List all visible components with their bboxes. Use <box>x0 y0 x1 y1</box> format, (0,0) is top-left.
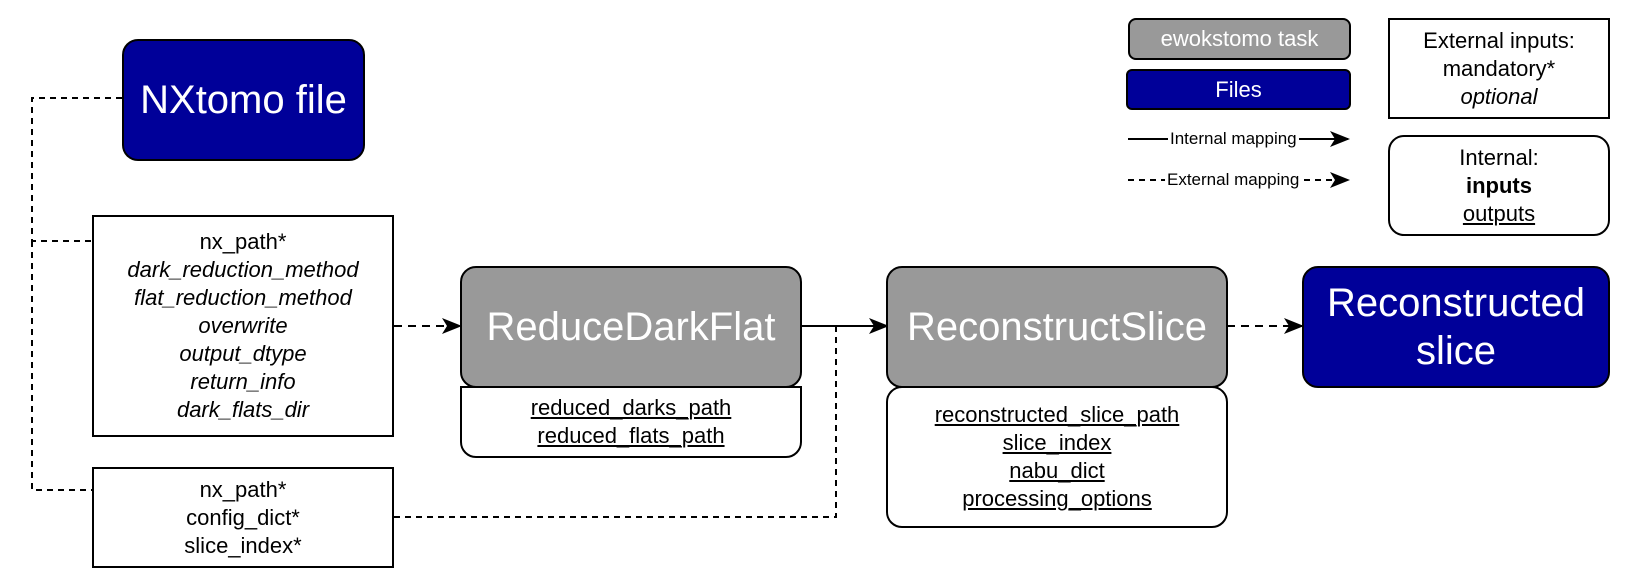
legend-optional-example: optional <box>1460 83 1538 109</box>
reduce-input-param-1: dark_reduction_method <box>127 257 359 282</box>
legend-task-label: ewokstomo task <box>1160 26 1319 51</box>
reduce-input-param-0: nx_path* <box>199 229 287 254</box>
legend-files-label: Files <box>1215 76 1262 102</box>
edge-reconstruct-inputs-to-reconstructslice <box>394 326 837 518</box>
legend-external-inputs-box: External inputs: mandatory* optional <box>1388 18 1610 119</box>
reconstructslice-outputs-box: reconstructed_slice_path slice_index nabu_… <box>886 386 1228 528</box>
edge-nxtomo-to-reduce-inputs <box>31 97 179 249</box>
legend-external-mapping-label: External mapping <box>1165 170 1302 190</box>
legend-task-swatch: ewokstomo task <box>1128 18 1351 60</box>
reconstruct-output-param-1: slice_index <box>1002 430 1112 455</box>
reconstructed-slice-label-line1: Reconstructed <box>1327 281 1585 325</box>
legend-internal-mapping-label: Internal mapping <box>1168 129 1299 149</box>
reduce-input-param-2: flat_reduction_method <box>134 285 352 310</box>
reducedarkflat-outputs-box: reduced_darks_path reduced_flats_path <box>460 386 802 458</box>
reconstruct-input-param-1: config_dict* <box>186 504 300 530</box>
legend-outputs-example: outputs <box>1462 200 1536 226</box>
reduce-output-param-1: reduced_flats_path <box>537 423 725 448</box>
reconstruct-output-param-2: nabu_dict <box>1009 458 1105 483</box>
reduce-input-param-6: dark_flats_dir <box>176 397 310 422</box>
reconstruct-output-param-0: reconstructed_slice_path <box>934 402 1180 427</box>
reconstructed-slice-label-line2: slice <box>1415 329 1497 373</box>
reconstructslice-task-node: ReconstructSlice <box>886 266 1228 388</box>
reconstruct-input-param-2: slice_index* <box>184 532 302 558</box>
legend-internal-title: Internal: <box>1459 144 1539 170</box>
reduce-input-param-5: return_info <box>190 369 296 394</box>
reconstruct-inputs-box: nx_path*config_dict*slice_index* <box>92 467 394 568</box>
reduce-inputs-box: nx_path* dark_reduction_method flat_reduct… <box>92 215 394 437</box>
reduce-output-param-0: reduced_darks_path <box>530 395 732 420</box>
legend-files-swatch: Files <box>1126 69 1351 110</box>
reduce-input-param-4: output_dtype <box>179 341 307 366</box>
nxtomo-file-node: NXtomo file <box>122 39 365 161</box>
reduce-input-param-3: overwrite <box>198 313 288 338</box>
legend-inputs-example: inputs <box>1466 172 1532 198</box>
reconstructslice-label: ReconstructSlice <box>906 305 1208 349</box>
reconstruct-output-param-3: processing_options <box>962 486 1152 511</box>
reconstructed-slice-node: Reconstructed slice <box>1302 266 1610 388</box>
reducedarkflat-task-node: ReduceDarkFlat <box>460 266 802 388</box>
legend-external-inputs-title: External inputs: <box>1423 27 1575 53</box>
reducedarkflat-label: ReduceDarkFlat <box>486 305 776 349</box>
reconstruct-input-param-0: nx_path* <box>199 476 287 502</box>
nxtomo-file-label: NXtomo file <box>140 78 347 122</box>
legend-internal-box: Internal: inputs outputs <box>1388 135 1610 236</box>
legend-mandatory-example: mandatory* <box>1442 55 1556 81</box>
